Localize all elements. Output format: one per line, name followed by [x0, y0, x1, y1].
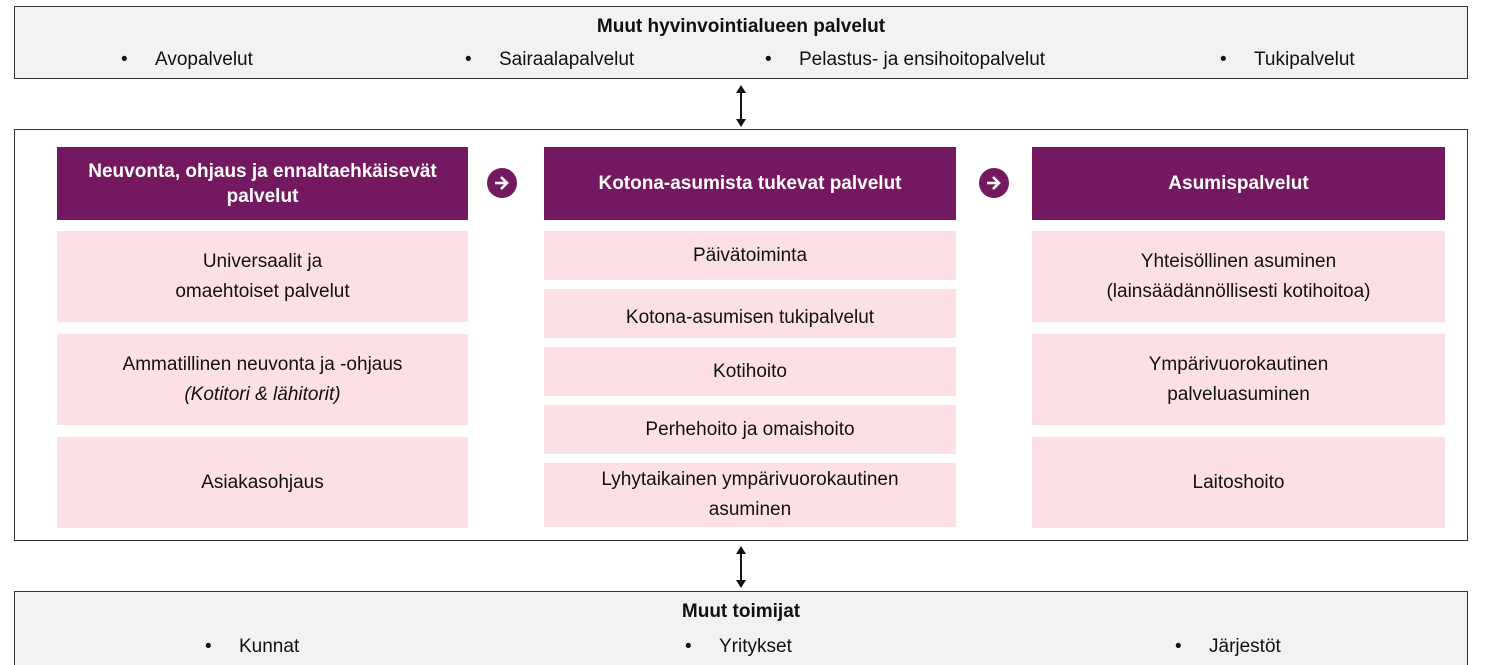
bullet-item-jarjestot: • Järjestöt	[1175, 636, 1281, 658]
bullet-label: Pelastus- ja ensihoitopalvelut	[799, 49, 1046, 70]
bullet-item-kunnat: • Kunnat	[205, 636, 299, 658]
other-region-services-title: Muut hyvinvointialueen palvelut	[596, 16, 886, 37]
cell-text: Ympärivuorokautinen palveluasuminen	[1148, 353, 1329, 405]
bullet-item-tukipalvelut: • Tukipalvelut	[1220, 49, 1355, 71]
care-services-box: Neuvonta, ohjaus ja ennaltaehkäisevät pa…	[14, 129, 1468, 541]
double-vertical-arrow-icon	[736, 546, 746, 588]
service-cell: Yhteisöllinen asuminen (lainsäädännöllis…	[1032, 231, 1445, 322]
column-header: Kotona-asumista tukevat palvelut	[544, 147, 956, 220]
bullet-label: Yritykset	[719, 636, 792, 657]
bullet-dot: •	[205, 636, 212, 657]
column-housing: Asumispalvelut Yhteisöllinen asuminen (l…	[1032, 147, 1445, 530]
bullet-label: Järjestöt	[1209, 636, 1281, 657]
service-cell: Päivätoiminta	[544, 231, 956, 280]
bullet-label: Sairaalapalvelut	[499, 49, 635, 70]
service-cell: Lyhytaikainen ympärivuorokautinen asumin…	[544, 463, 956, 527]
column-guidance: Neuvonta, ohjaus ja ennaltaehkäisevät pa…	[57, 147, 468, 530]
bullet-dot: •	[1220, 49, 1227, 70]
bullet-item-sairaalapalvelut: • Sairaalapalvelut	[465, 49, 634, 71]
cell-note: (Kotitori & lähitorit)	[184, 383, 341, 405]
bullet-dot: •	[765, 49, 772, 70]
double-vertical-arrow-icon	[736, 85, 746, 127]
service-cell: Asiakasohjaus	[57, 437, 468, 528]
bullet-label: Kunnat	[239, 636, 300, 657]
bullet-item-pelastus: • Pelastus- ja ensihoitopalvelut	[765, 49, 1045, 71]
right-arrow-circle-icon	[487, 168, 517, 198]
cell-text: Asiakasohjaus	[201, 471, 324, 493]
service-cell: Perhehoito ja omaishoito	[544, 405, 956, 454]
other-actors-box: Muut toimijat • Kunnat • Yritykset • Järjes…	[14, 591, 1468, 665]
cell-text: Kotihoito	[713, 360, 787, 382]
cell-text: Laitoshoito	[1192, 471, 1285, 493]
cell-text: Perhehoito ja omaishoito	[645, 418, 855, 440]
bullet-label: Tukipalvelut	[1254, 49, 1355, 70]
other-region-services-box: Muut hyvinvointialueen palvelut • Avopalv…	[14, 6, 1468, 79]
service-cell: Ammatillinen neuvonta ja -ohjaus (Kotito…	[57, 334, 468, 425]
bullet-dot: •	[685, 636, 692, 657]
cell-text: Yhteisöllinen asuminen (lainsäädännöllis…	[1106, 250, 1371, 302]
bullet-item-avopalvelut: • Avopalvelut	[121, 49, 253, 71]
service-cell: Ympärivuorokautinen palveluasuminen	[1032, 334, 1445, 425]
bullet-label: Avopalvelut	[155, 49, 253, 70]
cell-text: Ammatillinen neuvonta ja -ohjaus	[122, 353, 403, 375]
cell-text: Päivätoiminta	[692, 244, 808, 266]
cell-text: Universaalit ja omaehtoiset palvelut	[175, 250, 350, 302]
bullet-dot: •	[465, 49, 472, 70]
cell-text: Kotona-asumisen tukipalvelut	[625, 306, 875, 328]
right-arrow-circle-icon	[979, 168, 1009, 198]
service-cell: Universaalit ja omaehtoiset palvelut	[57, 231, 468, 322]
service-cell: Kotihoito	[544, 347, 956, 396]
bullet-dot: •	[121, 49, 128, 70]
cell-text: Lyhytaikainen ympärivuorokautinen asumin…	[601, 469, 899, 520]
column-header: Asumispalvelut	[1032, 147, 1445, 220]
other-actors-title: Muut toimijat	[681, 601, 801, 622]
column-header: Neuvonta, ohjaus ja ennaltaehkäisevät pa…	[57, 147, 468, 220]
bullet-dot: •	[1175, 636, 1182, 657]
bullet-item-yritykset: • Yritykset	[685, 636, 792, 658]
service-cell: Kotona-asumisen tukipalvelut	[544, 289, 956, 338]
service-cell: Laitoshoito	[1032, 437, 1445, 528]
column-home-support: Kotona-asumista tukevat palvelut Päiväto…	[544, 147, 956, 530]
